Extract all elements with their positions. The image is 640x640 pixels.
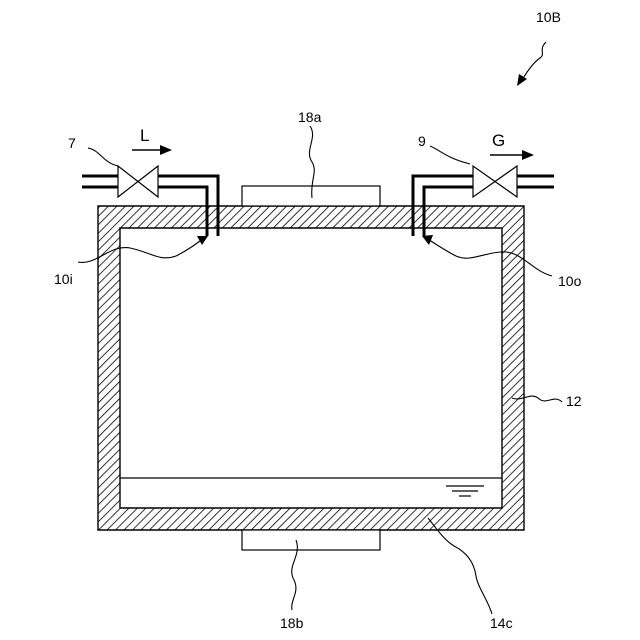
leader-line-10i: [78, 238, 204, 262]
label-inlet-flow: L: [140, 126, 149, 145]
leader-line-10o: [426, 238, 552, 276]
figure-id-label: 10B: [536, 9, 561, 25]
water-level-symbol: [446, 486, 484, 496]
label-outlet-port: 10o: [558, 273, 582, 289]
leader-line-7: [88, 148, 118, 166]
figure-reference-arrow: [517, 42, 546, 86]
label-inlet-port: 10i: [54, 271, 73, 287]
top-plate: [242, 186, 380, 206]
vessel-wall: [98, 206, 524, 530]
leader-line-14c: [428, 518, 492, 614]
bottom-plate: [242, 530, 380, 550]
label-liquid-region: 14c: [490, 615, 513, 631]
arrowhead-10i: [197, 236, 208, 245]
label-outlet-valve: 9: [418, 133, 426, 149]
arrowhead-10o: [422, 235, 433, 245]
label-outlet-flow: G: [492, 131, 505, 150]
outlet-valve-icon: [473, 166, 517, 197]
inlet-flow-arrow: [132, 145, 172, 155]
inlet-valve-icon: [118, 166, 158, 197]
label-top-plate: 18a: [298, 109, 322, 125]
label-vessel-wall: 12: [566, 393, 582, 409]
leader-line-9: [430, 146, 470, 164]
label-bottom-plate: 18b: [280, 615, 304, 631]
outlet-flow-arrow: [490, 150, 534, 160]
label-inlet-valve: 7: [68, 135, 76, 151]
